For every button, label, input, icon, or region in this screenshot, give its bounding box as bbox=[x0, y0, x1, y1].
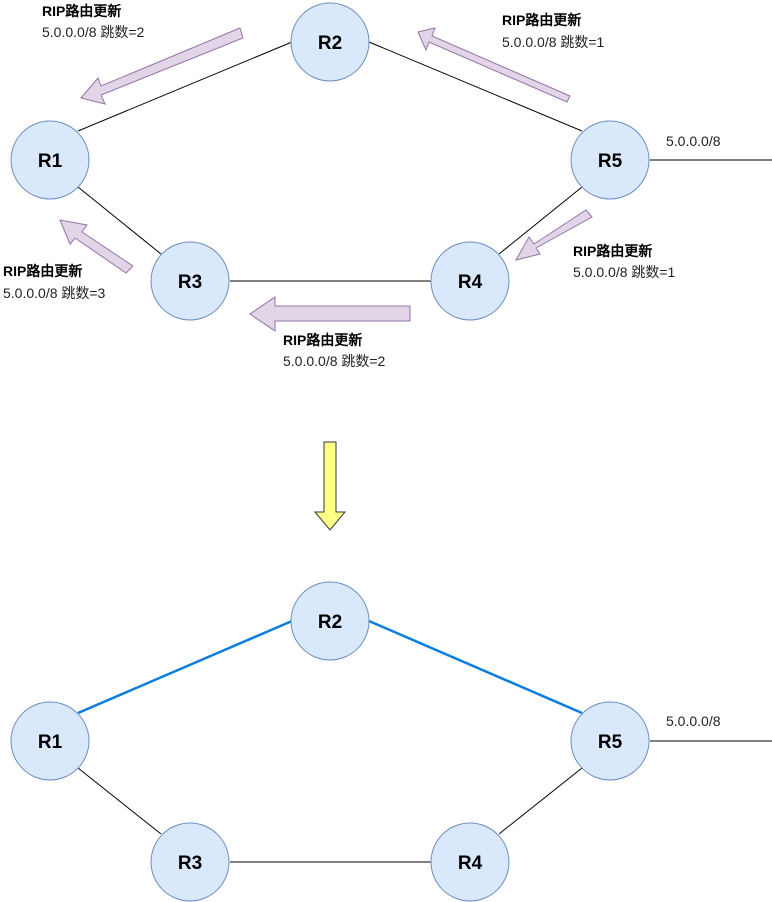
top-diagram: R1 R2 R3 R4 R5 5.0.0.0/8 RIP bbox=[3, 2, 772, 369]
router-r2[interactable]: R2 bbox=[290, 2, 370, 82]
router-label: R5 bbox=[598, 151, 623, 172]
bottom-links bbox=[77, 619, 772, 863]
router-r1[interactable]: R1 bbox=[10, 701, 90, 781]
network-label: 5.0.0.0/8 bbox=[666, 713, 721, 729]
router-r2[interactable]: R2 bbox=[290, 581, 370, 661]
best-path-link-r1-r2 bbox=[77, 619, 293, 715]
router-label: R1 bbox=[38, 732, 63, 753]
link-r1-r2 bbox=[77, 41, 293, 132]
router-label: R5 bbox=[598, 732, 623, 753]
update-labels: RIP路由更新 5.0.0.0/8 跳数=1 RIP路由更新 5.0.0.0/8… bbox=[3, 3, 676, 369]
bottom-routers: R1 R2 R3 R4 R5 bbox=[10, 581, 650, 902]
update-arrow-r5-to-r4 bbox=[514, 209, 593, 261]
bottom-diagram: R1 R2 R3 R4 R5 5.0.0.0/8 bbox=[10, 581, 772, 902]
router-label: R3 bbox=[178, 853, 202, 874]
router-r4[interactable]: R4 bbox=[430, 241, 510, 321]
router-r3[interactable]: R3 bbox=[150, 241, 230, 321]
top-routers: R1 R2 R3 R4 R5 bbox=[10, 2, 650, 321]
router-label: R1 bbox=[38, 151, 63, 172]
update-arrow-r2-to-r1 bbox=[80, 27, 244, 105]
router-r5[interactable]: R5 bbox=[570, 701, 650, 781]
update-label-r5-to-r2: RIP路由更新 5.0.0.0/8 跳数=1 bbox=[502, 12, 605, 50]
router-r1[interactable]: R1 bbox=[10, 120, 90, 200]
update-title: RIP路由更新 bbox=[42, 3, 121, 19]
router-r4[interactable]: R4 bbox=[430, 822, 510, 902]
best-path-link-r2-r5 bbox=[368, 619, 583, 715]
update-arrow-r4-to-r3 bbox=[249, 296, 411, 332]
update-body: 5.0.0.0/8 跳数=1 bbox=[573, 264, 676, 280]
update-body: 5.0.0.0/8 跳数=2 bbox=[283, 353, 386, 369]
update-label-r2-to-r1: RIP路由更新 5.0.0.0/8 跳数=2 bbox=[42, 3, 145, 40]
router-label: R4 bbox=[458, 272, 483, 293]
link-r1-r3 bbox=[77, 186, 162, 255]
router-label: R2 bbox=[318, 612, 342, 633]
network-label: 5.0.0.0/8 bbox=[666, 133, 721, 149]
router-r5[interactable]: R5 bbox=[570, 120, 650, 200]
update-label-r3-to-r1: RIP路由更新 5.0.0.0/8 跳数=3 bbox=[3, 263, 106, 301]
update-label-r5-to-r4: RIP路由更新 5.0.0.0/8 跳数=1 bbox=[573, 243, 676, 280]
update-title: RIP路由更新 bbox=[502, 12, 581, 28]
link-r4-r5 bbox=[498, 767, 583, 835]
update-arrows bbox=[59, 27, 593, 332]
update-title: RIP路由更新 bbox=[283, 332, 362, 348]
top-links bbox=[77, 41, 772, 282]
update-body: 5.0.0.0/8 跳数=3 bbox=[3, 285, 106, 301]
router-r3[interactable]: R3 bbox=[150, 822, 230, 902]
update-label-r4-to-r3: RIP路由更新 5.0.0.0/8 跳数=2 bbox=[283, 332, 386, 369]
update-title: RIP路由更新 bbox=[573, 243, 652, 259]
update-arrow-r5-to-r2 bbox=[417, 27, 571, 103]
update-arrow-r3-to-r1 bbox=[59, 219, 134, 274]
update-body: 5.0.0.0/8 跳数=1 bbox=[502, 34, 605, 50]
link-r2-r5 bbox=[368, 41, 583, 132]
transition-arrow bbox=[313, 441, 347, 531]
link-r4-r5 bbox=[498, 186, 583, 255]
update-title: RIP路由更新 bbox=[3, 263, 82, 279]
router-label: R4 bbox=[458, 853, 483, 874]
link-r1-r3 bbox=[77, 767, 162, 835]
router-label: R3 bbox=[178, 272, 202, 293]
update-body: 5.0.0.0/8 跳数=2 bbox=[42, 24, 145, 40]
router-label: R2 bbox=[318, 33, 342, 54]
